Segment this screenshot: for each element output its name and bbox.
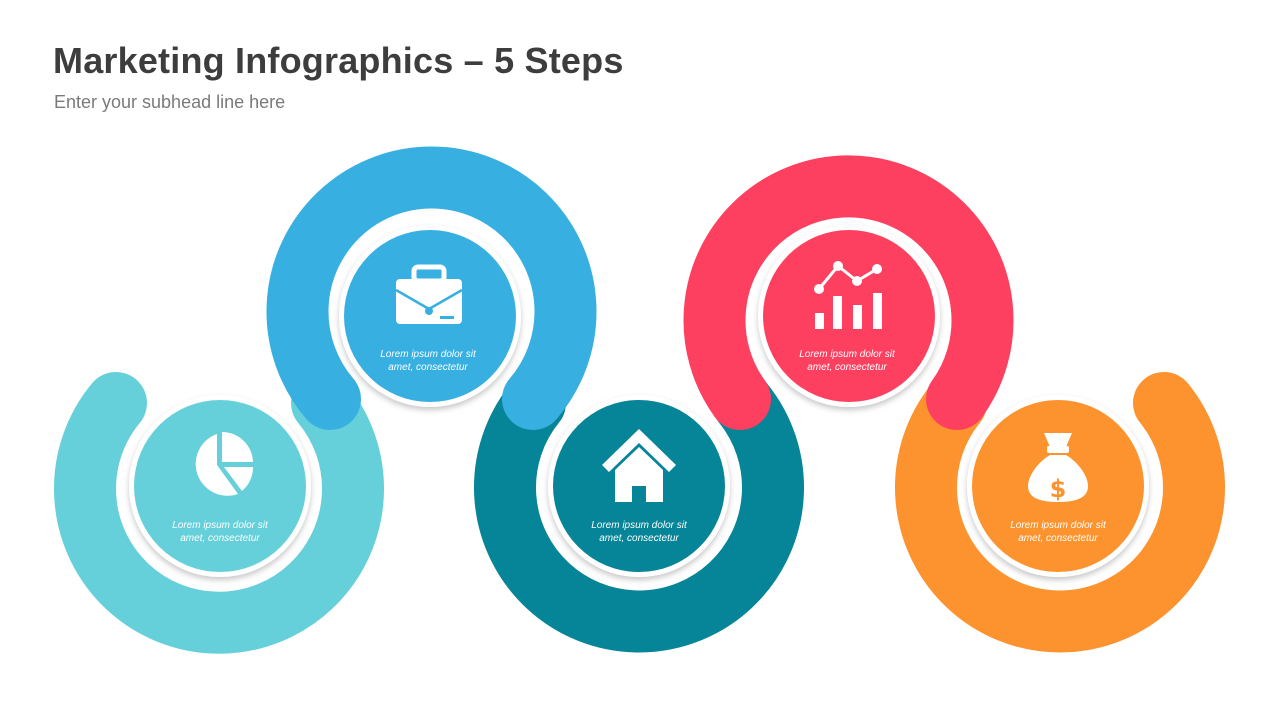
briefcase-icon xyxy=(395,264,463,324)
house-icon xyxy=(602,429,676,502)
step-2-text-line2: amet, consectetur xyxy=(388,362,468,373)
step-5: $ Lorem ipsum dolor sit amet, consectetu… xyxy=(967,395,1149,577)
step-1: Lorem ipsum dolor sit amet, consectetur xyxy=(129,395,311,577)
step-3-ribbon xyxy=(474,372,804,653)
step-2: Lorem ipsum dolor sit amet, consectetur xyxy=(339,225,521,407)
step-5-text-line2: amet, consectetur xyxy=(1018,533,1098,544)
step-3-text-line1: Lorem ipsum dolor sit xyxy=(591,520,688,531)
page-title: Marketing Infographics – 5 Steps xyxy=(53,40,624,81)
money-bag-icon: $ xyxy=(1028,433,1088,503)
step-4-ribbon xyxy=(683,155,1014,430)
step-3: Lorem ipsum dolor sit amet, consectetur xyxy=(548,395,730,577)
step-4-text-line1: Lorem ipsum dolor sit xyxy=(799,349,896,360)
step-1-text-line1: Lorem ipsum dolor sit xyxy=(172,520,269,531)
svg-text:$: $ xyxy=(1050,475,1067,503)
step-4-text-line2: amet, consectetur xyxy=(807,362,887,373)
step-3-text-line2: amet, consectetur xyxy=(599,533,679,544)
pie-chart-icon xyxy=(195,432,254,496)
step-5-ribbon xyxy=(895,372,1225,653)
step-1-ribbon xyxy=(54,372,384,654)
step-5-text-line1: Lorem ipsum dolor sit xyxy=(1010,520,1107,531)
step-2-text-line1: Lorem ipsum dolor sit xyxy=(380,349,477,360)
step-1-text-line2: amet, consectetur xyxy=(180,533,260,544)
step-2-ribbon xyxy=(266,146,597,430)
step-4: Lorem ipsum dolor sit amet, consectetur xyxy=(758,225,940,407)
growth-chart-icon xyxy=(814,261,882,329)
page-subhead: Enter your subhead line here xyxy=(54,92,286,112)
